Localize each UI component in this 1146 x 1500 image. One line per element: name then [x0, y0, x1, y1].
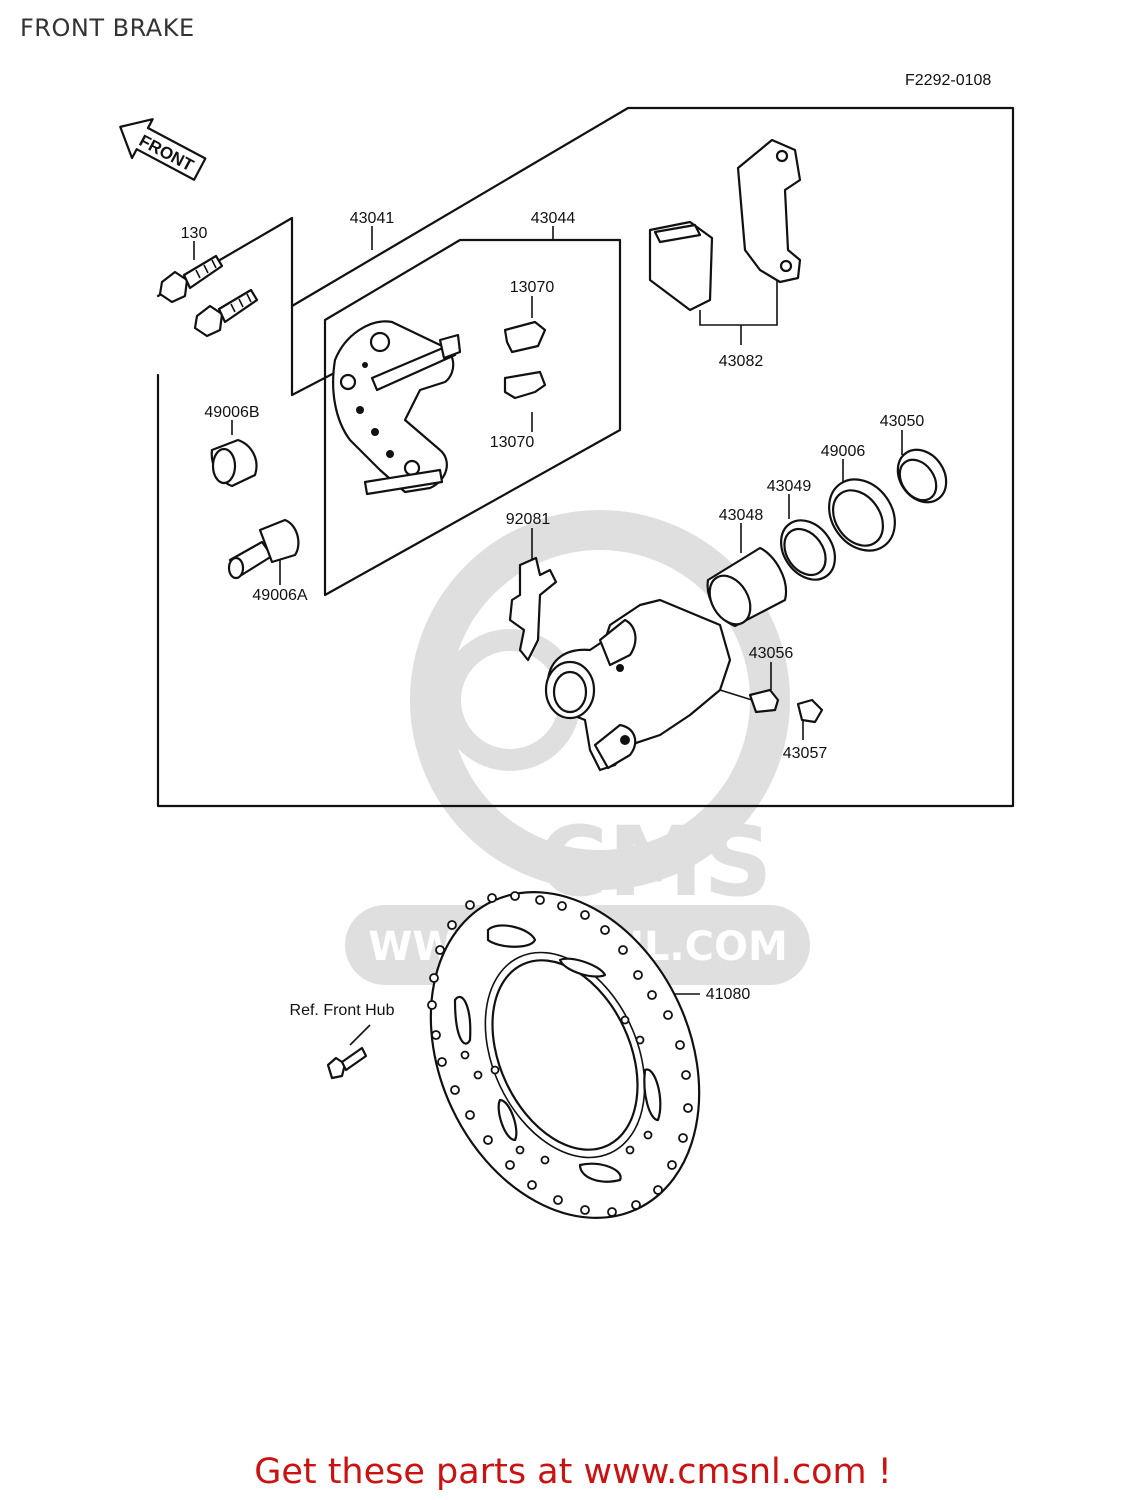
- caliper-bracket-43041: [332, 320, 462, 496]
- label-13070-upper: 13070: [510, 279, 555, 296]
- pad-retainer-92081: [508, 556, 558, 662]
- label-130: 130: [181, 225, 208, 242]
- caliper-assembly-frame: [156, 106, 1015, 808]
- label-43049: 43049: [767, 478, 812, 495]
- label-43048: 43048: [719, 507, 764, 524]
- caliper-body: [544, 598, 732, 772]
- piston-seal-43049: [780, 519, 836, 581]
- piston-43048: [706, 546, 788, 628]
- part-labels: 130 43041 43044 13070 13070 43082 43050 …: [181, 210, 925, 1019]
- label-41080: 41080: [706, 986, 751, 1003]
- dust-seal-43050: [896, 448, 948, 504]
- front-direction-arrow: FRONT: [119, 118, 207, 181]
- bracket-subassembly-frame: [290, 238, 622, 597]
- disc-mounting-bolt: [326, 1046, 368, 1080]
- bleeder-valve-43056: [719, 688, 780, 714]
- label-43050: 43050: [880, 413, 925, 430]
- label-49006: 49006: [821, 443, 866, 460]
- bleeder-cap-43057: [796, 698, 824, 724]
- footer-cta-link[interactable]: Get these parts at www.cmsnl.com !: [254, 1452, 892, 1492]
- label-43056: 43056: [749, 645, 794, 662]
- brake-pads-43082: [648, 138, 802, 312]
- bolt-130: [158, 254, 259, 338]
- pad-spring-13070-lower: [503, 370, 547, 400]
- label-92081: 92081: [506, 511, 551, 528]
- label-43044: 43044: [531, 210, 576, 227]
- brake-disc-41080: [427, 891, 701, 1219]
- label-ref-front-hub: Ref. Front Hub: [290, 1002, 395, 1019]
- pin-boot-49006A: [227, 518, 300, 580]
- label-49006B: 49006B: [204, 404, 259, 421]
- boot-49006B: [210, 438, 258, 488]
- label-43082: 43082: [719, 353, 764, 370]
- piston-seal-49006: [828, 478, 896, 552]
- page-title: FRONT BRAKE: [20, 14, 195, 42]
- pad-spring-13070-upper: [503, 320, 547, 354]
- label-49006A: 49006A: [252, 587, 307, 604]
- figure-code: F2292-0108: [905, 72, 991, 89]
- label-43057: 43057: [783, 745, 828, 762]
- label-43041: 43041: [350, 210, 395, 227]
- label-13070-lower: 13070: [490, 434, 535, 451]
